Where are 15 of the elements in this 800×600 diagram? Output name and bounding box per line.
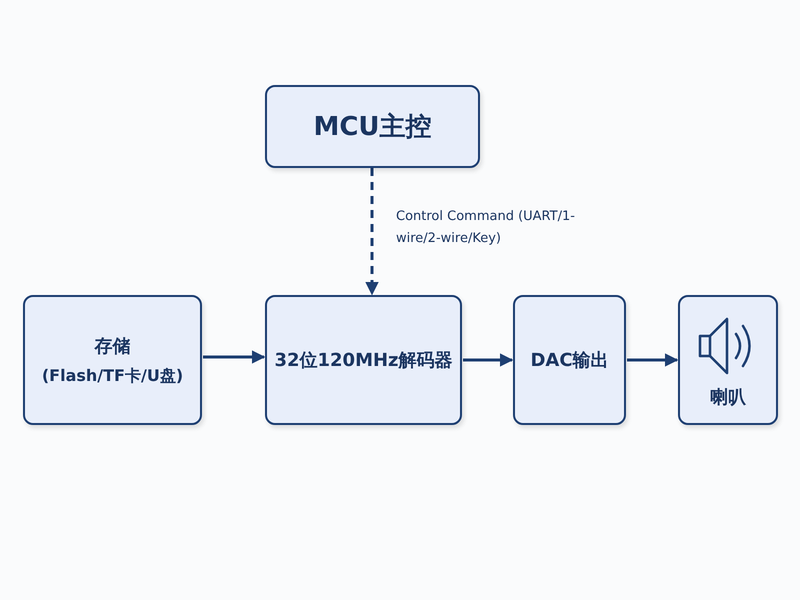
dashed-arrow [365, 168, 379, 296]
decoder-box [265, 295, 462, 425]
box-title: MCU主控 [313, 111, 432, 144]
arrow [627, 353, 678, 367]
arrow [463, 353, 514, 367]
speaker-box [678, 295, 778, 425]
controller-box [265, 85, 480, 168]
dac-box [513, 295, 626, 425]
storage-box [23, 295, 202, 425]
arrow [203, 350, 266, 364]
box-title: 32位120MHz解码器 [274, 349, 453, 372]
box-title: 喇叭 [710, 386, 746, 409]
box-title: DAC输出 [530, 349, 609, 372]
box-title: 存储 [94, 334, 130, 358]
box-subtitle: (Flash/TF卡/U盘) [42, 366, 184, 386]
